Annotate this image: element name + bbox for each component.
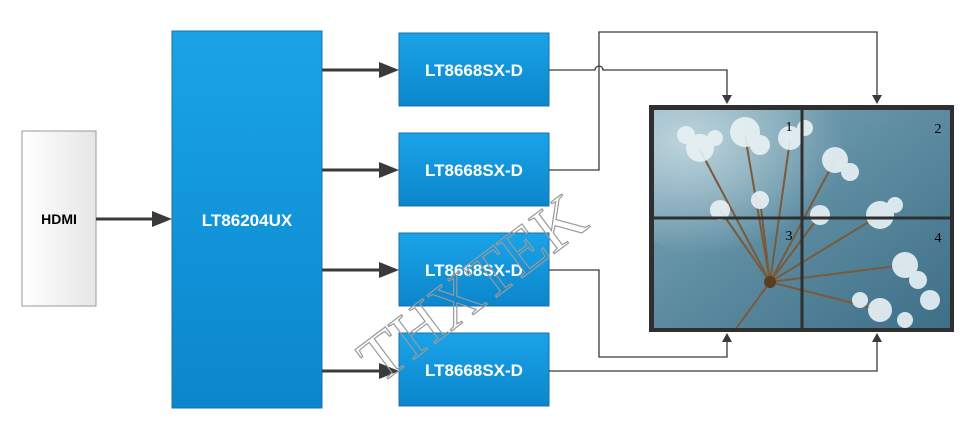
input-arrows: [96, 68, 381, 373]
converter-4-to-panel-4-line: [549, 341, 878, 372]
panel-number-2: 2: [935, 122, 942, 137]
converter-2-to-panel-2-line: [549, 31, 878, 171]
converter-3-to-panel-3-line: [549, 269, 728, 358]
output-connectors: [549, 31, 878, 372]
converter-label-2: LT8668SX-D: [425, 161, 523, 180]
converter-1-to-panel-1-line: [549, 65, 728, 96]
hdmi-label: HDMI: [41, 211, 77, 227]
panel-number-1: 1: [786, 120, 793, 135]
splitter-block: LT86204UX: [171, 30, 323, 409]
panel-number-4: 4: [935, 231, 942, 246]
converter-label-1: LT8668SX-D: [425, 61, 523, 80]
converter-block-4: LT8668SX-D: [398, 332, 550, 407]
splitter-label: LT86204UX: [202, 211, 293, 230]
converter-block-2: LT8668SX-D: [398, 132, 550, 207]
panel-number-3: 3: [786, 229, 793, 244]
converter-label-3: LT8668SX-D: [425, 261, 523, 280]
hdmi-source-block: HDMI: [21, 130, 97, 307]
input-arrowheads: [152, 62, 399, 379]
converter-block-1: LT8668SX-D: [398, 32, 550, 107]
converter-label-4: LT8668SX-D: [425, 361, 523, 380]
output-arrowheads: [722, 95, 882, 342]
video-wall: 1 2 3 4: [649, 105, 954, 332]
converter-block-3: LT8668SX-D: [398, 232, 550, 307]
